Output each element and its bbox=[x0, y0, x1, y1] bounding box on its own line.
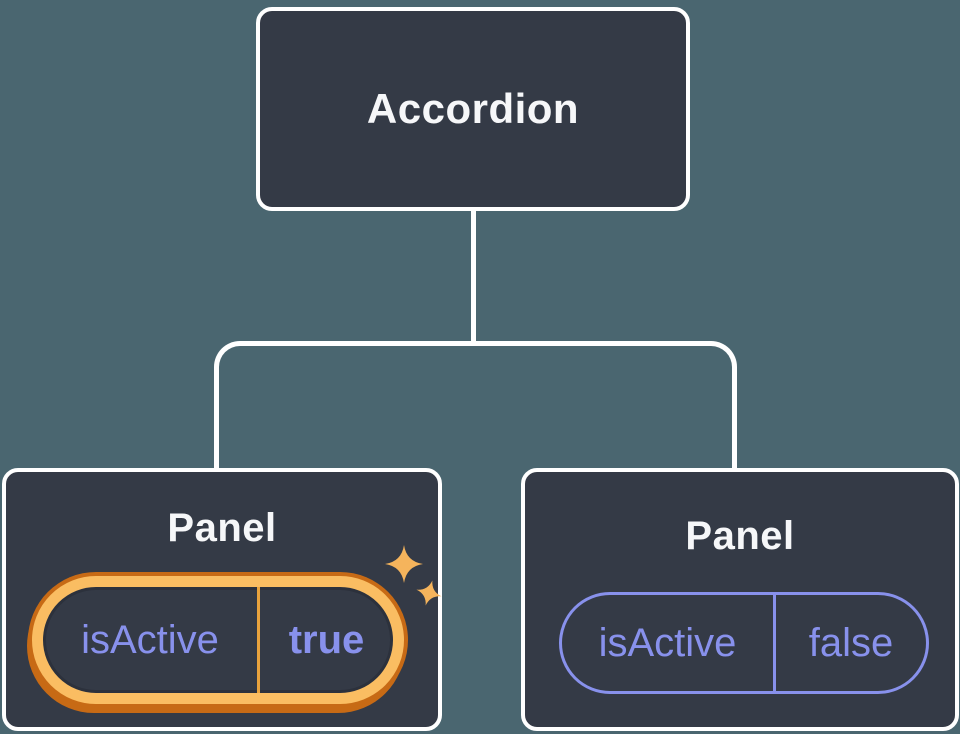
pill-divider bbox=[257, 587, 260, 693]
connector-stem-line bbox=[471, 209, 476, 343]
panel-title: Panel bbox=[167, 506, 277, 550]
panel-title: Panel bbox=[685, 514, 795, 558]
sparkle-small bbox=[416, 580, 442, 606]
state-prop-name: isActive bbox=[81, 617, 219, 662]
tree-node-panel-inactive: Panel isActive false bbox=[521, 468, 959, 731]
state-prop-name: isActive bbox=[598, 620, 737, 665]
state-prop-value: false bbox=[808, 620, 894, 665]
sparkles-icon bbox=[385, 545, 442, 606]
state-prop-value: true bbox=[288, 617, 365, 662]
tree-node-panel-active: Panel isActive true bbox=[2, 468, 442, 731]
accordion-node-label: Accordion bbox=[366, 85, 580, 132]
tree-node-accordion: Accordion bbox=[256, 7, 690, 211]
sparkle-large bbox=[385, 545, 423, 583]
connector-branch-bracket bbox=[214, 341, 737, 468]
state-pill-inactive: isActive false bbox=[559, 592, 929, 694]
pill-divider bbox=[773, 595, 776, 691]
state-pill-active: isActive true bbox=[32, 576, 404, 704]
